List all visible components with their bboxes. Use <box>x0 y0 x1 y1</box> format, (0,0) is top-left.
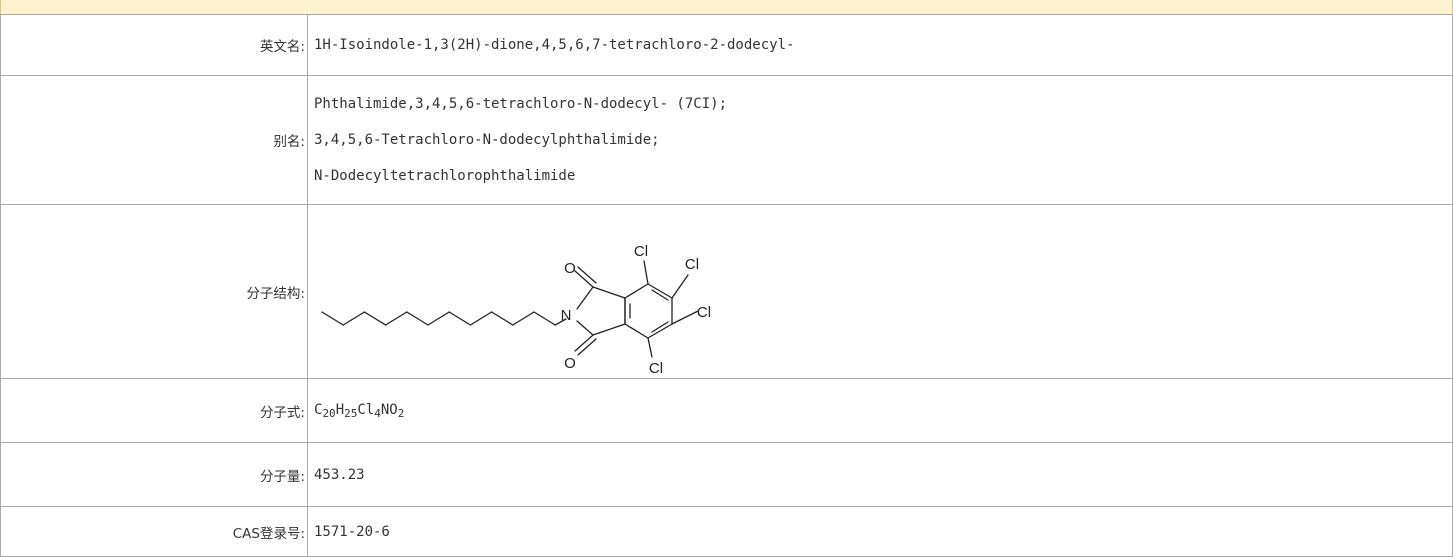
cl-bond <box>643 259 649 285</box>
bond <box>576 285 594 310</box>
formula-label: 分子式: <box>0 378 308 443</box>
chlorine-atom-label: Cl <box>634 243 648 260</box>
formula-value: C20H25Cl4NO2 <box>307 378 1453 443</box>
chain-bond <box>490 310 514 326</box>
chain-bond <box>554 317 567 326</box>
chlorine-atom-label: Cl <box>697 304 711 321</box>
row-molecular-weight: 分子量: 453.23 <box>0 442 1453 507</box>
formula-subscript: 20 <box>322 406 336 420</box>
formula-subscript: 2 <box>397 406 405 420</box>
aliases-value: Phthalimide,3,4,5,6-tetrachloro-N-dodecy… <box>307 75 1453 205</box>
bond <box>577 265 597 284</box>
ring-bond <box>651 288 669 301</box>
bond <box>592 322 626 336</box>
chain-bond <box>363 310 387 326</box>
bond <box>574 333 594 352</box>
formula-subscript: 4 <box>374 406 381 420</box>
row-english-name: 英文名: 1H-Isoindole-1,3(2H)-dione,4,5,6,7-… <box>0 14 1453 76</box>
alias-item: N-Dodecyltetrachlorophthalimide <box>314 168 576 184</box>
molecular-weight-label: 分子量: <box>0 442 308 507</box>
chlorine-atom-label: Cl <box>685 256 699 273</box>
structure-label: 分子结构: <box>0 204 308 379</box>
ring-bond <box>647 282 673 299</box>
chain-bond <box>427 310 450 326</box>
chain-bond <box>384 310 408 326</box>
ring-bond <box>647 322 673 339</box>
formula-element: N <box>380 401 390 418</box>
bond <box>574 269 594 288</box>
section-header-strip <box>0 0 1453 15</box>
alias-item: Phthalimide,3,4,5,6-tetrachloro-N-dodecy… <box>314 96 728 112</box>
compound-info-table: 英文名: 1H-Isoindole-1,3(2H)-dione,4,5,6,7-… <box>0 14 1453 557</box>
english-name-value: 1H-Isoindole-1,3(2H)-dione,4,5,6,7-tetra… <box>307 14 1453 76</box>
chain-bond <box>533 310 556 326</box>
bond <box>576 319 594 336</box>
english-name-label: 英文名: <box>0 14 308 76</box>
cas-label: CAS登录号: <box>0 506 308 557</box>
chain-bond <box>448 310 472 326</box>
row-formula: 分子式: C20H25Cl4NO2 <box>0 378 1453 443</box>
row-cas: CAS登录号: 1571-20-6 <box>0 506 1453 557</box>
chain-bond <box>406 310 429 326</box>
bond-lines <box>321 259 699 358</box>
alias-item: 3,4,5,6-Tetrachloro-N-dodecylphthalimide… <box>314 132 660 148</box>
cas-value: 1571-20-6 <box>307 506 1453 557</box>
nitrogen-atom-label: N <box>561 307 572 324</box>
oxygen-atom-label: O <box>564 260 576 277</box>
row-aliases: 别名: Phthalimide,3,4,5,6-tetrachloro-N-do… <box>0 75 1453 205</box>
formula-subscript: 25 <box>344 406 358 420</box>
formula-element: H <box>335 401 345 418</box>
formula-element: O <box>389 401 398 418</box>
chain-bond <box>512 310 535 326</box>
oxygen-atom-label: O <box>564 355 576 372</box>
bond <box>577 337 597 356</box>
ring-bond <box>624 322 649 339</box>
chlorine-atom-label: Cl <box>649 360 663 377</box>
aliases-label: 别名: <box>0 75 308 205</box>
chain-bond <box>342 310 366 326</box>
chain-bond <box>321 310 344 326</box>
bond <box>592 285 626 299</box>
cl-bond <box>647 336 653 358</box>
formula-element: Cl <box>357 401 375 418</box>
cl-bond <box>671 309 699 325</box>
formula-element: C <box>314 401 323 418</box>
chain-bond <box>469 310 493 326</box>
ring-bond <box>651 320 669 333</box>
cl-bond <box>671 273 689 299</box>
ring-bond <box>624 282 649 299</box>
molecular-weight-value: 453.23 <box>307 442 1453 507</box>
